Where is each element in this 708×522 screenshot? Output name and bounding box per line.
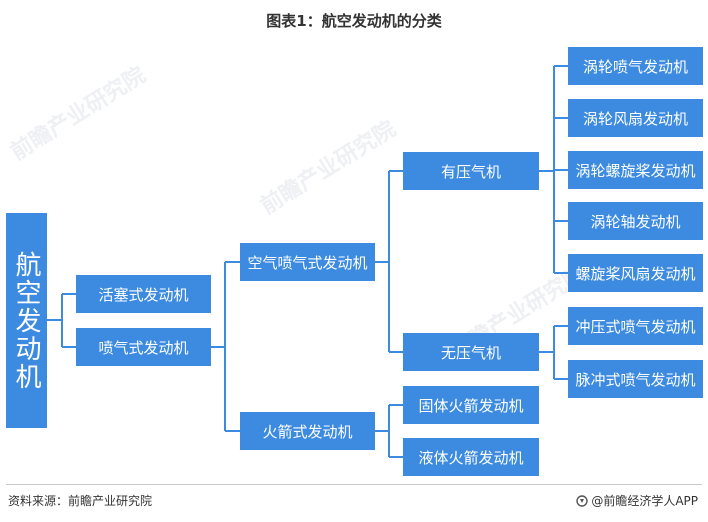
- brand-logo-icon: [576, 494, 589, 507]
- node-without-compressor: 无压气机: [403, 333, 539, 371]
- node-piston-engine: 活塞式发动机: [76, 275, 211, 313]
- node-turbofan: 涡轮风扇发动机: [568, 99, 703, 137]
- node-propfan: 螺旋桨风扇发动机: [568, 254, 703, 292]
- node-solid-rocket-engine: 固体火箭发动机: [403, 386, 539, 424]
- node-turboshaft: 涡轮轴发动机: [568, 202, 703, 240]
- node-jet-engine: 喷气式发动机: [76, 328, 211, 366]
- node-turbojet: 涡轮喷气发动机: [568, 47, 703, 85]
- node-turboprop: 涡轮螺旋桨发动机: [568, 151, 703, 189]
- node-ramjet: 冲压式喷气发动机: [568, 307, 703, 345]
- source-note: 资料来源：前瞻产业研究院: [8, 494, 153, 508]
- figure-title: 图表1：航空发动机的分类: [266, 12, 442, 30]
- node-with-compressor: 有压气机: [403, 152, 539, 190]
- node-liquid-rocket-engine: 液体火箭发动机: [403, 438, 539, 476]
- node-air-breathing-jet-engine: 空气喷气式发动机: [240, 243, 375, 281]
- brand-credit: @前瞻经济学人APP: [576, 492, 698, 509]
- root-node: 航空发动机: [6, 213, 47, 428]
- brand-text: @前瞻经济学人APP: [591, 494, 698, 508]
- footer-divider: [6, 484, 702, 485]
- node-pulsejet: 脉冲式喷气发动机: [568, 360, 703, 398]
- node-rocket-engine: 火箭式发动机: [240, 412, 375, 450]
